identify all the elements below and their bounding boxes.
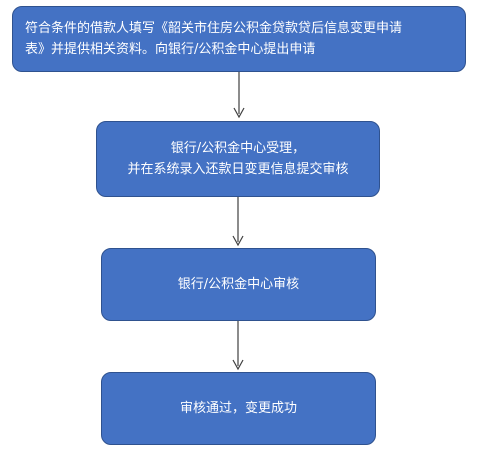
flow-step-review: 银行/公积金中心审核 xyxy=(101,248,376,321)
arrow-step3-to-step4 xyxy=(232,321,244,371)
step-4-line-1: 审核通过，变更成功 xyxy=(179,401,297,416)
step-1-line-2: 表》并提供相关资料。向银行/公积金中心提出申请 xyxy=(25,42,316,57)
arrow-step1-to-step2 xyxy=(233,72,245,119)
step-3-line-1: 银行/公积金中心审核 xyxy=(177,277,300,292)
step-1-line-1: 符合条件的借款人填写《韶关市住房公积金贷款贷后信息变更申请 xyxy=(25,21,403,36)
step-2-line-1: 银行/公积金中心受理， xyxy=(170,141,306,156)
step-2-line-2: 并在系统录入还款日变更信息提交审核 xyxy=(127,162,349,177)
flow-step-apply: 符合条件的借款人填写《韶关市住房公积金贷款贷后信息变更申请 表》并提供相关资料。… xyxy=(12,6,466,72)
flow-step-approved: 审核通过，变更成功 xyxy=(101,372,376,445)
flow-step-accept: 银行/公积金中心受理， 并在系统录入还款日变更信息提交审核 xyxy=(96,121,380,197)
arrow-step2-to-step3 xyxy=(232,197,244,247)
